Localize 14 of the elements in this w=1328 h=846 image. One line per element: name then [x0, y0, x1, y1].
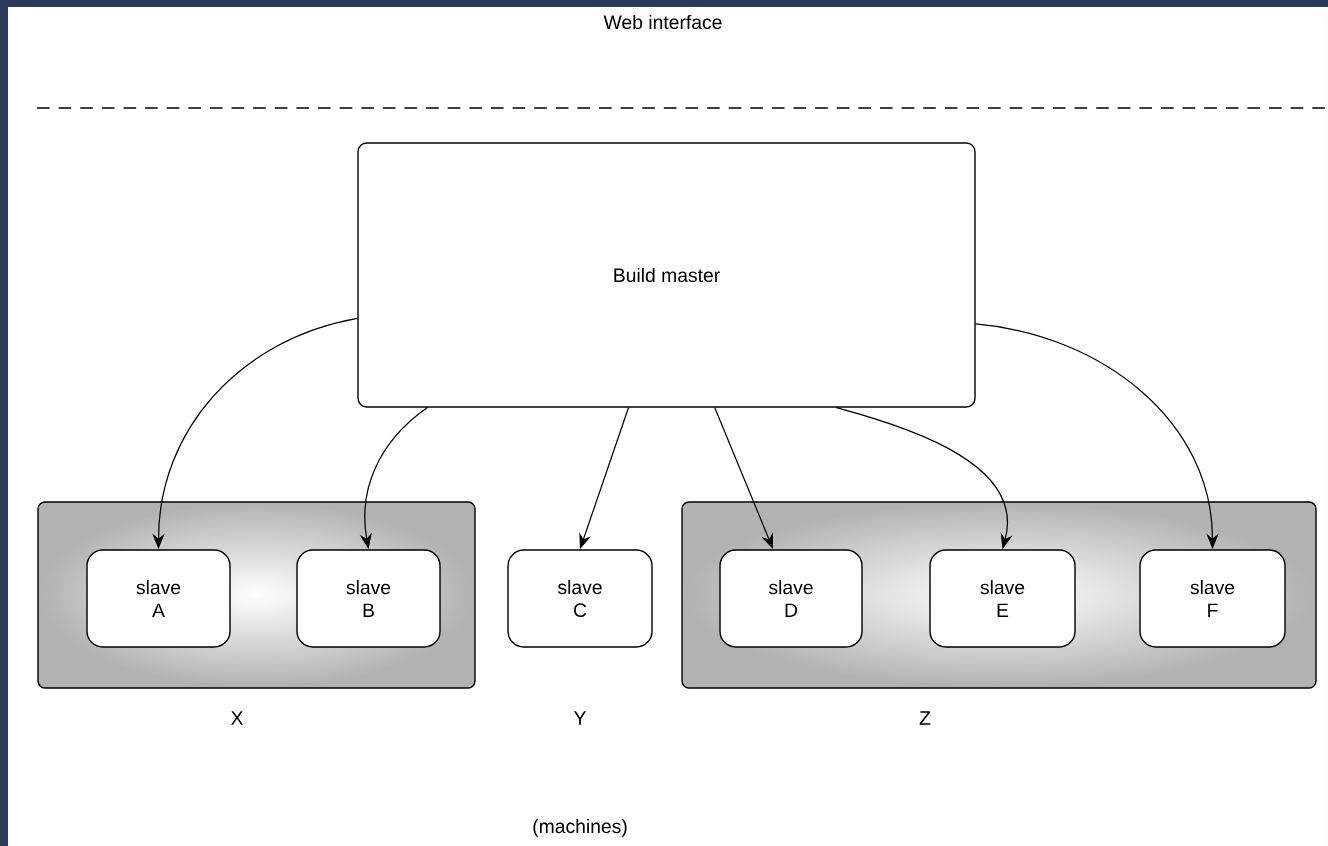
slave-box: slave B	[296, 549, 441, 648]
group-label: X	[231, 711, 244, 725]
slave-box: slave E	[929, 549, 1076, 648]
slave-box: slave A	[86, 549, 231, 648]
caption-text: (machines)	[533, 819, 627, 837]
group-box	[681, 501, 1317, 689]
slave-box: slave D	[719, 549, 863, 648]
process-box: Build master	[357, 142, 976, 408]
group-label: Y	[574, 711, 586, 725]
slave-box: slave C	[507, 549, 653, 648]
group-label: Z	[919, 711, 931, 725]
slave-box: slave F	[1139, 549, 1286, 648]
caption-text: Web interface	[603, 14, 722, 30]
group-box	[37, 501, 476, 689]
